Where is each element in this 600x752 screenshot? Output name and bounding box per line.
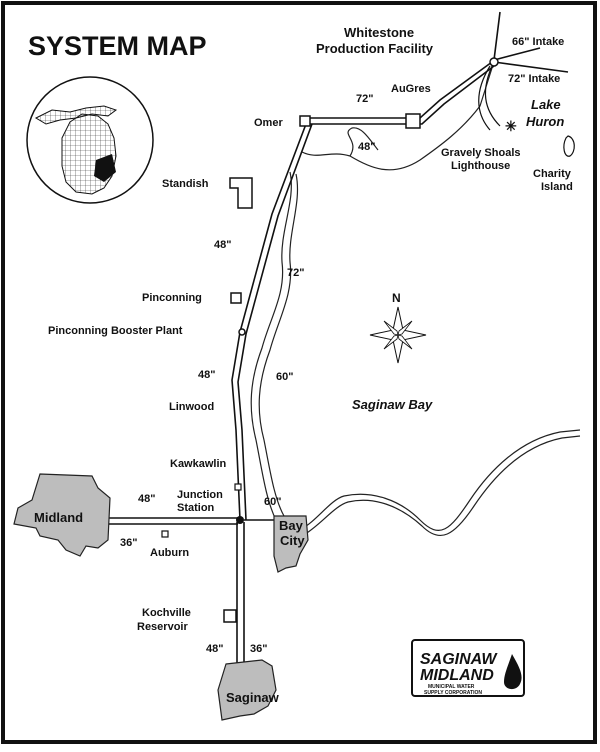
standish-marker [229,177,253,209]
map-title: SYSTEM MAP [28,31,207,61]
booster-label: Pinconning Booster Plant [48,325,183,337]
lake-label-line1: Lake [531,97,561,112]
pipe-36-d-label: 36" [250,643,267,655]
auburn-marker [161,530,169,538]
pinconning-label: Pinconning [142,292,202,304]
charity-island-shape [563,135,575,157]
midland-shape [13,473,111,557]
logo-line2: MIDLAND [420,667,494,684]
pinconning-marker [230,292,242,304]
auburn-label: Auburn [150,547,189,559]
bay-city-label-line2: City [280,533,305,548]
pipe-48-a-label: 48" [214,239,231,251]
charity-label-line2: Island [541,181,573,193]
saginaw-label: Saginaw [226,690,280,705]
lighthouse-star-icon: ✳ [505,118,517,134]
pipe-48-b-label: 48" [198,369,215,381]
gravely-label-line1: Gravely Shoals [441,147,521,159]
midland-label: Midland [34,510,83,525]
facility-label-line2: Production Facility [316,41,434,56]
logo-sub1: MUNICIPAL WATER [428,684,475,690]
facility-label-line1: Whitestone [344,25,414,40]
bay-shoreline [250,67,581,537]
pipe-48-top-label: 48" [358,141,375,153]
kawkawlin-marker [234,483,242,491]
facility-marker [489,57,499,67]
michigan-inset [26,76,154,204]
omer-marker [299,115,311,127]
charity-label-line1: Charity [533,168,572,180]
augres-marker [405,113,421,129]
junction-marker [236,516,244,524]
pipe-72-top-label: 72" [356,93,373,105]
logo-sub2: SUPPLY CORPORATION [424,690,482,696]
pipe-36-c-label: 36" [120,537,137,549]
intake-66-label: 66" Intake [512,36,564,48]
kochville-marker [223,609,237,623]
pipe-48-c-label: 48" [138,493,155,505]
pipe-60-c-label: 60" [264,496,281,508]
omer-label: Omer [254,117,283,129]
augres-label: AuGres [391,83,431,95]
north-label: N [392,291,401,305]
linwood-label: Linwood [169,401,214,413]
pipe-48-d-label: 48" [206,643,223,655]
gravely-label-line2: Lighthouse [451,160,510,172]
pipe-60-b-label: 60" [276,371,293,383]
saginaw-bay-label: Saginaw Bay [352,397,433,412]
lake-label-line2: Huron [526,114,564,129]
logo-line1: SAGINAW [420,651,498,668]
junction-label-line1: Junction [177,489,223,501]
pipe-72-a-label: 72" [287,267,304,279]
kawkawlin-label: Kawkawlin [170,458,227,470]
kochville-label-line1: Kochville [142,607,191,619]
compass-rose [369,306,427,364]
pipelines [100,11,569,664]
saginaw-shape [217,659,277,721]
bay-city-label-line1: Bay [279,518,304,533]
standish-label: Standish [162,178,209,190]
kochville-label-line2: Reservoir [137,621,188,633]
junction-label-line2: Station [177,502,215,514]
water-drop-icon [504,654,522,690]
saginaw-midland-logo: SAGINAW MIDLAND MUNICIPAL WATER SUPPLY C… [411,639,525,697]
booster-marker [238,328,246,336]
intake-72-label: 72" Intake [508,73,560,85]
bay-city-shape [273,515,309,573]
